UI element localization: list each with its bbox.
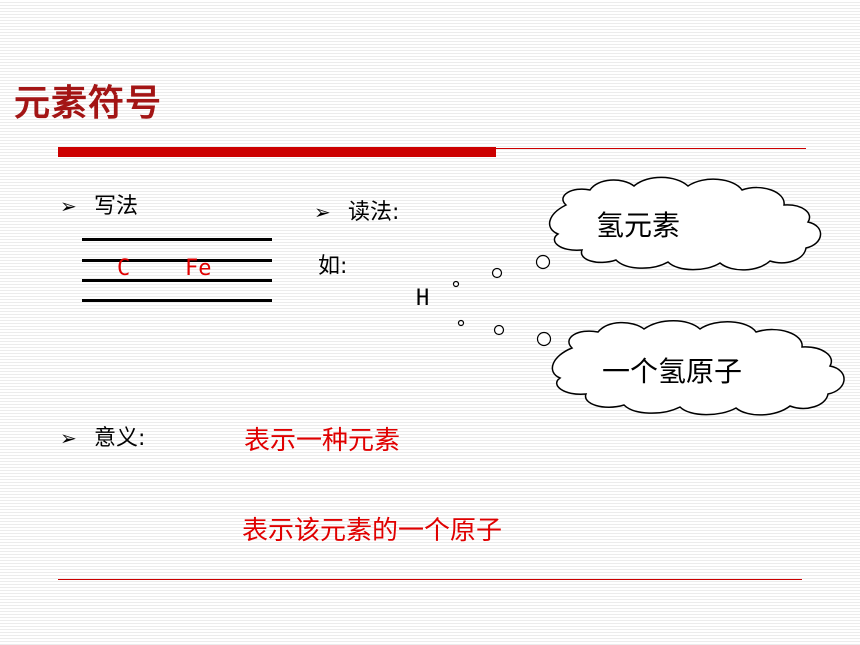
- title-underline-line: [496, 148, 806, 149]
- symbol-iron: Fe: [185, 256, 212, 281]
- bullet-reading: ➢ 读法:: [314, 194, 399, 226]
- bubble-dot-upper-2: [491, 267, 503, 279]
- meaning-label: 意义:: [94, 426, 146, 451]
- bubble-dot-lower-2: [493, 324, 505, 336]
- title-underline-bar: [58, 147, 496, 157]
- cloud-shape-upper: [548, 176, 822, 271]
- writing-label: 写法: [94, 194, 139, 219]
- cloud-label-atom: 一个氢原子: [602, 355, 743, 388]
- symbol-carbon: C: [117, 256, 131, 281]
- example-label: 如:: [318, 254, 348, 279]
- bubble-dot-lower-3: [536, 331, 552, 347]
- bubble-dot-upper-1: [452, 280, 460, 288]
- writing-line-2: [82, 259, 272, 262]
- arrow-bullet-icon: ➢: [60, 426, 77, 450]
- slide-title: 元素符号: [14, 83, 163, 124]
- bubble-dot-lower-1: [457, 319, 465, 327]
- bubble-dot-upper-3: [535, 254, 551, 270]
- arrow-bullet-icon: ➢: [314, 200, 331, 224]
- meaning-line-atom: 表示该元素的一个原子: [242, 516, 503, 546]
- writing-line-1: [82, 238, 272, 241]
- writing-line-3: [82, 279, 272, 282]
- footer-divider: [58, 579, 802, 580]
- reading-label: 读法:: [348, 200, 400, 225]
- cloud-shape-lower: [551, 320, 845, 416]
- bullet-writing: ➢ 写法: [60, 188, 138, 220]
- bullet-meaning: ➢ 意义:: [60, 420, 145, 452]
- symbol-hydrogen: H: [416, 286, 430, 311]
- arrow-bullet-icon: ➢: [60, 194, 77, 218]
- cloud-label-element: 氢元素: [596, 209, 681, 242]
- writing-line-4: [82, 299, 272, 302]
- meaning-line-element: 表示一种元素: [244, 426, 401, 456]
